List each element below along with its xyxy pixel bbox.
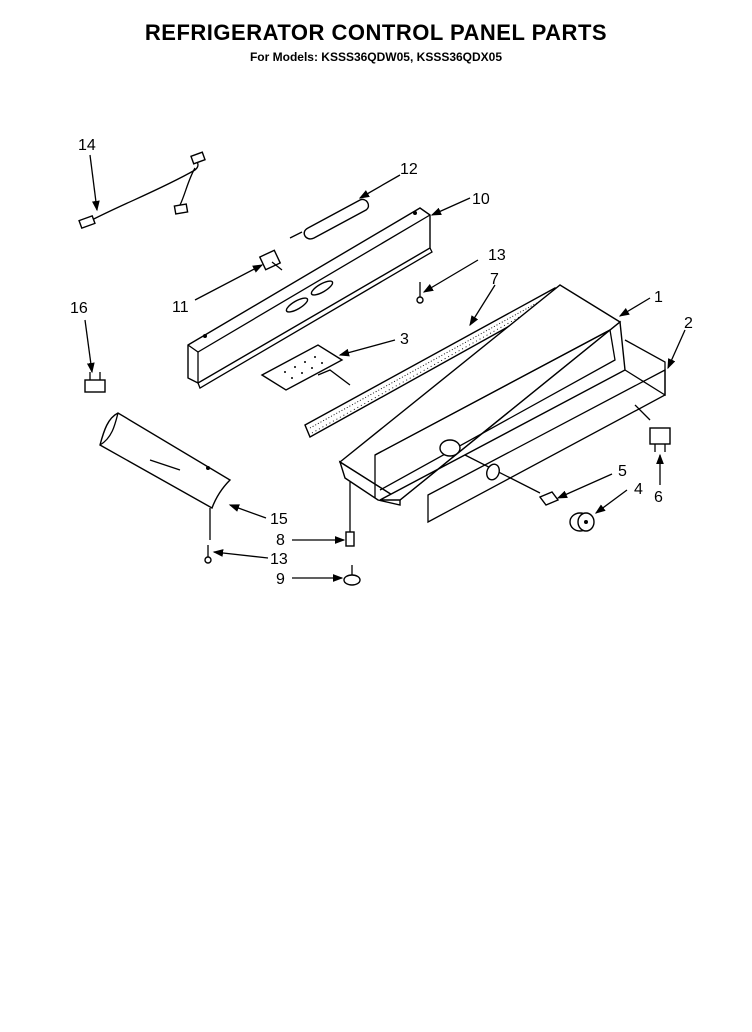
diagram-title: REFRIGERATOR CONTROL PANEL PARTS bbox=[144, 20, 608, 45]
callout-3: 3 bbox=[400, 331, 409, 348]
callout-13-lower: 13 bbox=[270, 551, 288, 568]
part-1-housing bbox=[338, 284, 666, 506]
part-16-clip bbox=[84, 372, 106, 393]
callout-13-upper: 13 bbox=[488, 247, 506, 264]
model-subtitle: For Models: KSSS36QDW05, KSSS36QDX05 bbox=[249, 50, 503, 64]
part-4-knob bbox=[569, 512, 595, 532]
part-13-screw-lower bbox=[204, 545, 212, 564]
callout-14: 14 bbox=[78, 137, 96, 154]
callout-16: 16 bbox=[70, 300, 88, 317]
leader-lines bbox=[84, 154, 686, 582]
part-9-leveler bbox=[343, 565, 361, 586]
callout-15: 15 bbox=[270, 511, 288, 528]
part-11-socket bbox=[258, 249, 283, 271]
callout-10: 10 bbox=[472, 191, 490, 208]
callout-11: 11 bbox=[172, 299, 189, 316]
callout-2: 2 bbox=[684, 315, 693, 332]
callout-5: 5 bbox=[618, 463, 627, 480]
part-14-wire-harness bbox=[78, 151, 206, 230]
callout-numbers: 14 12 10 13 7 11 3 1 2 16 5 4 6 15 8 13 … bbox=[70, 137, 693, 588]
part-2-trim bbox=[427, 368, 666, 524]
part-10-channel bbox=[187, 207, 433, 389]
part-3-board bbox=[260, 344, 351, 391]
callout-8: 8 bbox=[276, 532, 285, 549]
part-8-screw bbox=[345, 482, 355, 547]
part-15-deflector bbox=[99, 412, 232, 540]
part-5-clip bbox=[538, 491, 560, 506]
callout-9: 9 bbox=[276, 571, 285, 588]
part-12-lamp bbox=[289, 198, 370, 240]
callout-7: 7 bbox=[490, 271, 499, 288]
part-13-screw-upper bbox=[416, 282, 424, 304]
callout-6: 6 bbox=[654, 489, 663, 506]
callout-12: 12 bbox=[400, 161, 418, 178]
part-6-switch bbox=[634, 404, 671, 452]
callout-4: 4 bbox=[634, 481, 643, 498]
callout-1: 1 bbox=[654, 289, 663, 306]
